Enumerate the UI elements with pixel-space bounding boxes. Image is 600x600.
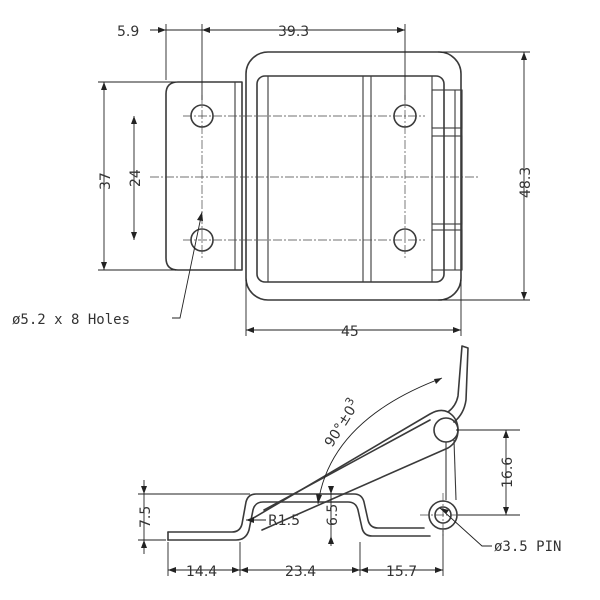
arrow-16-b (503, 507, 509, 515)
arrow-24-b (131, 232, 137, 240)
label-14-4: 14.4 (186, 564, 217, 580)
holes-leader-arrow (197, 212, 203, 221)
arrow-45-b (453, 327, 461, 333)
arrow-37-a (101, 82, 107, 90)
profile-lower-edge (167, 501, 431, 541)
arrow-b1 (168, 567, 176, 573)
arrow-b3a (352, 567, 360, 573)
rotated-knuckle (433, 417, 459, 443)
rotated-knuckle-line-2 (453, 439, 457, 501)
label-39-3: 39.3 (278, 24, 309, 40)
holes-callout: ø5.2 x 8 Holes (12, 312, 130, 328)
r15-arrow (246, 517, 254, 523)
label-r1-5: R1.5 (268, 513, 300, 529)
label-23-4: 23.4 (285, 564, 316, 580)
arrow-37-b (101, 262, 107, 270)
holes-leader (172, 211, 203, 319)
arrow-24-a (131, 116, 137, 124)
arrow-b2b (240, 567, 248, 573)
label-24: 24 (128, 169, 144, 187)
arrow-48-b (521, 292, 527, 300)
label-15-7: 15.7 (386, 564, 417, 580)
arrow-48-a (521, 52, 527, 60)
label-16-6: 16.6 (500, 457, 516, 488)
side-view: 90°±03 16.6 7.5 R1.5 6.5 (138, 345, 561, 580)
profile-upper-edge (167, 493, 425, 533)
arrow-5-9-a (158, 27, 166, 33)
rotated-leaf-arm (447, 345, 469, 423)
arrow-b3b (360, 567, 368, 573)
angle-arrow-b (434, 378, 442, 384)
pin-leader (439, 507, 492, 547)
label-6-5: 6.5 (325, 504, 341, 526)
arrow-6-5-b (328, 536, 334, 544)
left-leaf-outline (165, 81, 243, 271)
label-37: 37 (98, 172, 114, 190)
right-leaf-inner (256, 75, 445, 283)
angle-arrow-a (316, 494, 322, 504)
arrow-6-5-a (328, 486, 334, 494)
arrow-39-3-b (397, 27, 405, 33)
rotated-leaf-inner (263, 419, 431, 511)
top-view: 5.9 39.3 37 24 48.3 45 ø5.2 x 8 Holes (12, 24, 534, 340)
label-7-5: 7.5 (138, 506, 154, 528)
arrow-7-5-b (141, 540, 147, 548)
label-angle: 90°±03 (318, 395, 363, 450)
knuckle-bottom (431, 229, 463, 271)
knuckle-top (431, 89, 463, 129)
knuckle-middle (431, 135, 463, 225)
arrow-45-a (246, 327, 254, 333)
pin-leader-arrow (440, 508, 449, 514)
arrow-7-5-a (141, 486, 147, 494)
label-48-3: 48.3 (518, 167, 534, 198)
angle-arc (317, 377, 443, 505)
label-45: 45 (341, 324, 359, 340)
label-5-9: 5.9 (117, 24, 139, 40)
arrow-b2a (232, 567, 240, 573)
pin-callout: ø3.5 PIN (494, 539, 561, 555)
right-leaf-outer (245, 51, 462, 301)
arrow-16-a (503, 430, 509, 438)
arrow-b4 (435, 567, 443, 573)
arrow-5-9-b (202, 27, 210, 33)
